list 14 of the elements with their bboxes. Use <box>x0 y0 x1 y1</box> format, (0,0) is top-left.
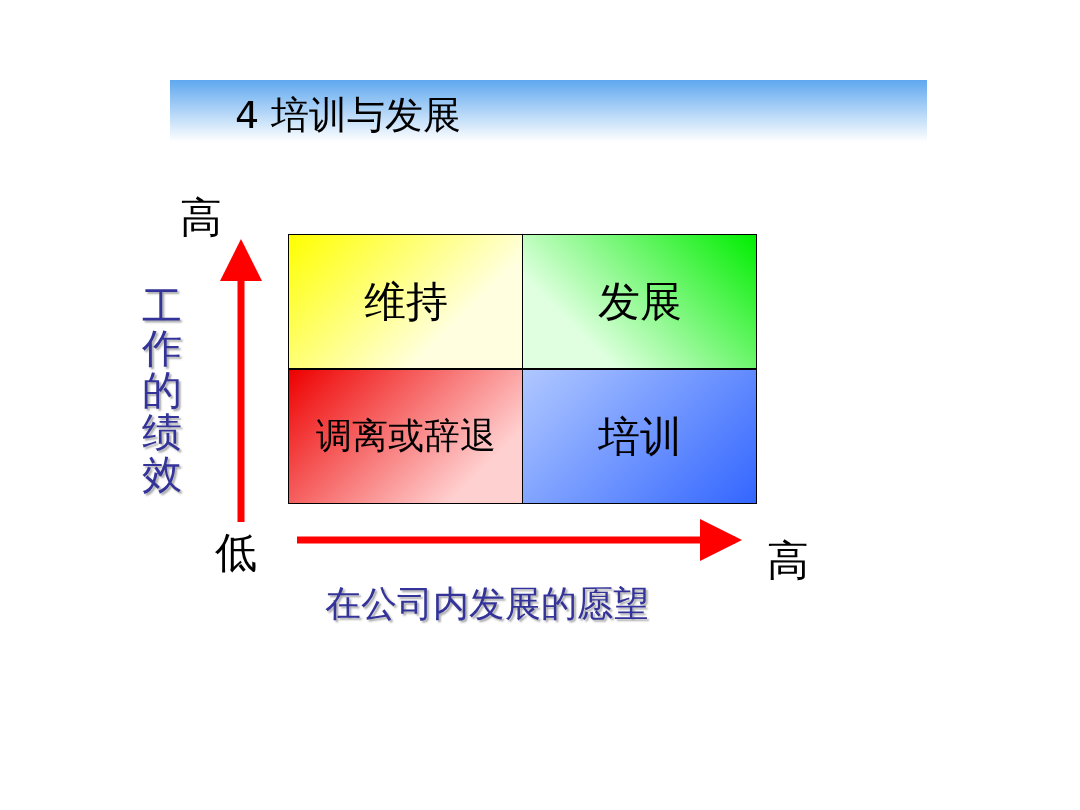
quadrant-cell <box>288 234 523 369</box>
quadrant-cell <box>522 369 757 504</box>
quadrant-label: 发展 <box>597 275 682 328</box>
quadrant-label: 调离或辞退 <box>315 414 496 458</box>
quadrant-label: 培训 <box>597 410 682 463</box>
axis-end-label: 高 <box>767 535 809 587</box>
quadrant-cell <box>522 234 757 369</box>
axis-end-label: 高 <box>180 192 222 244</box>
quadrant-label: 维持 <box>363 275 448 328</box>
axis-title: 工作的绩效 <box>141 285 183 495</box>
axis-title: 在公司内发展的愿望 <box>325 582 649 626</box>
axis-end-label: 低 <box>215 527 257 579</box>
title: 4 培训与发展 <box>235 92 462 139</box>
quadrant-cell <box>288 369 523 504</box>
